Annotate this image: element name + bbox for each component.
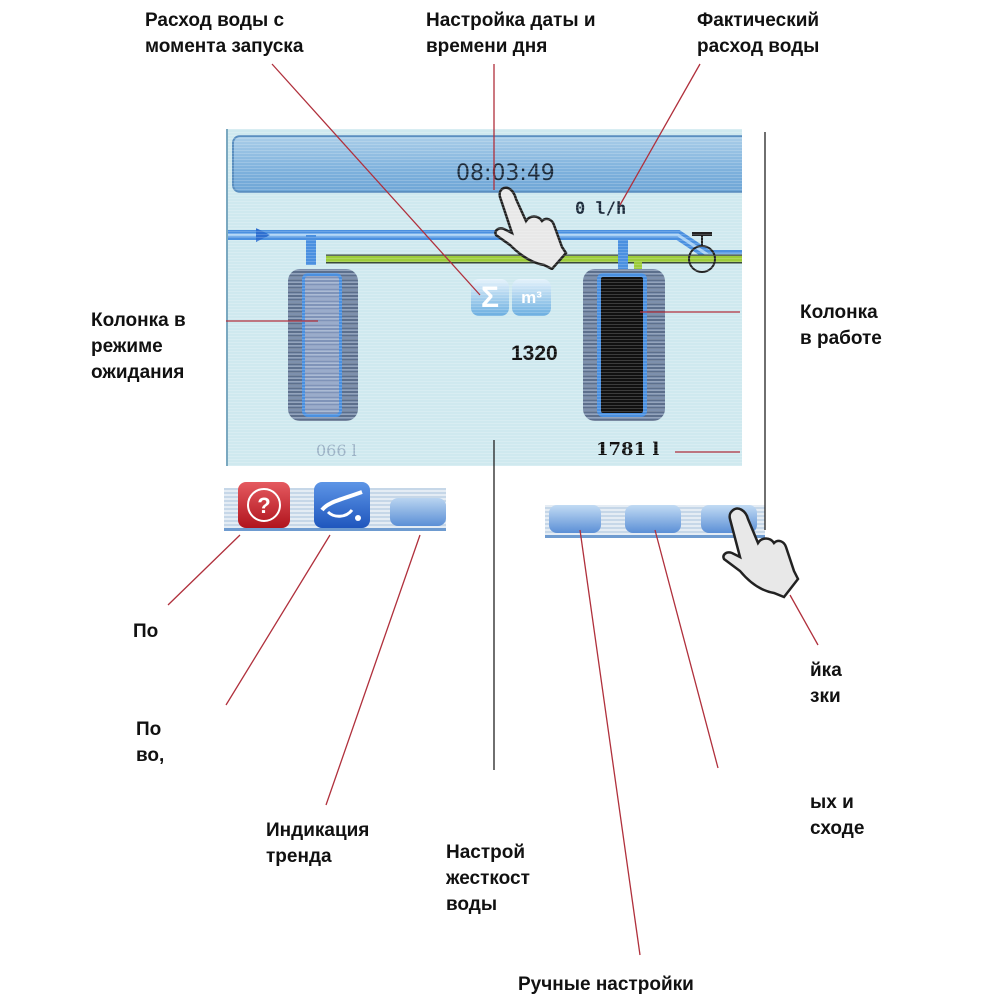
leader-setting [789,594,819,646]
question-icon: ? [247,488,281,522]
callout-column-working: Колонка в работе [800,302,882,349]
leader-trend [325,534,421,806]
leader-help [167,534,241,606]
data-button[interactable] [625,505,681,533]
callout-actual-consumption: Фактический расход воды [697,10,820,57]
callout-date-time-setting: Настройка даты и времени дня [426,10,596,57]
svg-text:?: ? [257,493,270,518]
total-consumption-value: 1320 [511,342,558,365]
bottom-toolbar-left: ? [224,482,446,531]
leader-data [654,529,719,769]
standby-column-volume: 066 l [316,441,357,460]
working-column [583,269,665,421]
nozzle-icon [320,490,363,521]
leader-manual-settings [579,529,641,956]
leader-water [225,534,331,706]
trend-button[interactable] [390,498,446,526]
touch-hand-icon-2 [722,507,800,599]
callout-manual-settings: Ручные настройки [518,974,694,995]
leader-consumption-since-start [271,63,481,296]
callout-setting-partial: йка зки [810,660,842,707]
callout-column-standby: Колонка в режиме ожидания [91,310,186,383]
leader-actual-consumption [619,63,701,206]
working-column-volume: 1781 l [596,439,660,460]
touch-hand-icon [494,186,568,270]
manual-settings-button[interactable] [549,505,601,533]
flow-rate-readout: 0 l/h [575,199,627,219]
total-consumption-button[interactable]: Σ m³ [471,279,551,316]
standby-column [288,269,358,421]
callout-trend-indication: Индикация тренда [266,820,370,867]
clock-bar[interactable]: 08:03:49 [232,135,742,193]
callout-consumption-since-start: Расход воды с момента запуска [145,10,304,57]
water-dispense-button[interactable] [314,482,370,528]
callout-hardness-setting-partial: Настрой жесткост воды [446,842,530,915]
callout-help-partial: По [133,621,159,642]
help-button[interactable]: ? [238,482,290,528]
flow-arrow-icon [256,228,270,242]
bottom-toolbar-right [545,505,765,538]
cubic-meter-icon: m³ [512,279,551,316]
callout-data-consumption-partial: ых и сходе [810,792,865,839]
clock-display[interactable]: 08:03:49 [456,161,555,186]
sigma-icon: Σ [471,279,509,316]
callout-water-partial: По во, [136,719,165,766]
